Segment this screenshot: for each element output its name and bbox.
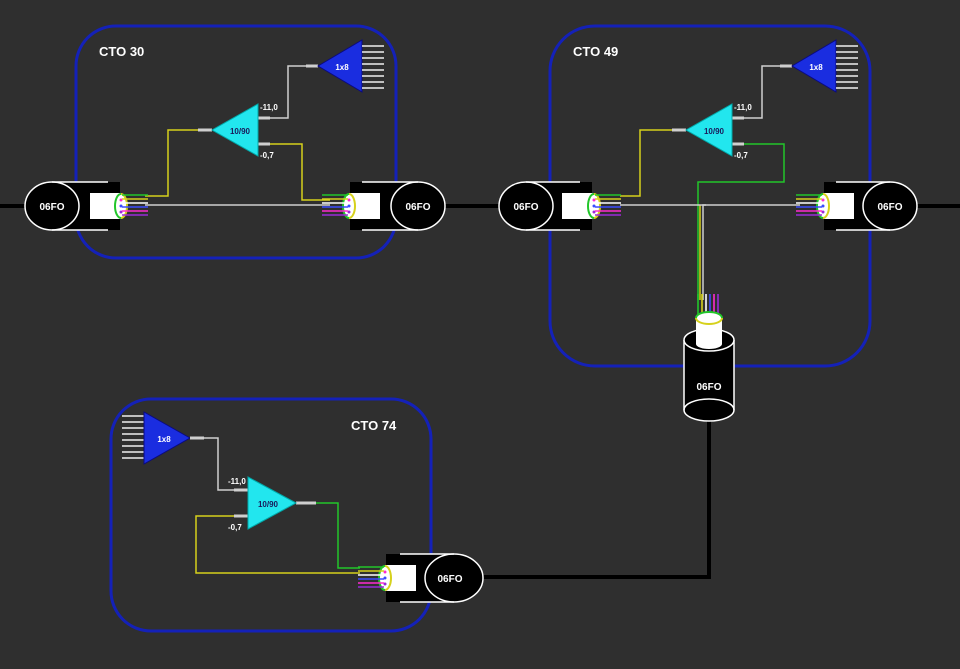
splitter-1x8[interactable]: 1x8 <box>122 411 204 465</box>
cto-box-border <box>74 24 398 260</box>
loss-low: -0,7 <box>228 523 242 532</box>
cable-label: 06FO <box>405 202 430 213</box>
loss-low: -0,7 <box>734 151 748 160</box>
fiber-routes <box>192 437 360 574</box>
cable-label: 06FO <box>513 202 538 213</box>
cto-box-74[interactable]: CTO 74 1x8 10/90 -11,0 -0,7 <box>109 397 484 633</box>
cto-box-49[interactable]: CTO 49 06FO 06FO <box>498 24 918 422</box>
cto-box-30[interactable]: CTO 30 06FO 06FO <box>24 24 446 260</box>
loss-high: -11,0 <box>260 103 278 112</box>
splitter-out: 1x8 <box>335 63 349 72</box>
loss-high: -11,0 <box>734 103 752 112</box>
cto-box-border <box>109 397 433 633</box>
cable-cto30-right[interactable]: 06FO <box>321 181 446 231</box>
cable-label: 06FO <box>877 202 902 213</box>
cable-cto30-left[interactable]: 06FO <box>24 181 149 231</box>
cable-label: 06FO <box>437 574 462 585</box>
fiber-routes <box>145 65 330 206</box>
box-title: CTO 30 <box>99 44 144 59</box>
cable-cto49-left[interactable]: 06FO <box>498 181 622 231</box>
fiber-routes <box>620 65 800 300</box>
splitter-1x8[interactable]: 1x8 <box>306 39 384 93</box>
splitter-ratio: 10/90 <box>230 127 251 136</box>
splitter-1x8[interactable]: 1x8 <box>780 39 858 93</box>
splitter-out: 1x8 <box>809 63 823 72</box>
loss-high: -11,0 <box>228 477 246 486</box>
cable-cto49-drop[interactable]: 06FO <box>683 294 735 422</box>
cable-label: 06FO <box>696 382 721 393</box>
splitter-10-90[interactable]: 10/90 -11,0 -0,7 <box>672 103 752 160</box>
cable-label: 06FO <box>39 202 64 213</box>
box-title: CTO 49 <box>573 44 618 59</box>
box-title: CTO 74 <box>351 418 397 433</box>
splitter-10-90[interactable]: 10/90 -11,0 -0,7 <box>198 103 278 160</box>
splitter-ratio: 10/90 <box>704 127 725 136</box>
backbone-cable <box>0 204 960 579</box>
splitter-10-90[interactable]: 10/90 -11,0 -0,7 <box>228 476 316 532</box>
cable-cto49-right[interactable]: 06FO <box>795 181 918 231</box>
cable-cto74-right[interactable]: 06FO <box>357 553 484 603</box>
splitter-ratio: 10/90 <box>258 500 279 509</box>
splitter-out: 1x8 <box>157 435 171 444</box>
loss-low: -0,7 <box>260 151 274 160</box>
